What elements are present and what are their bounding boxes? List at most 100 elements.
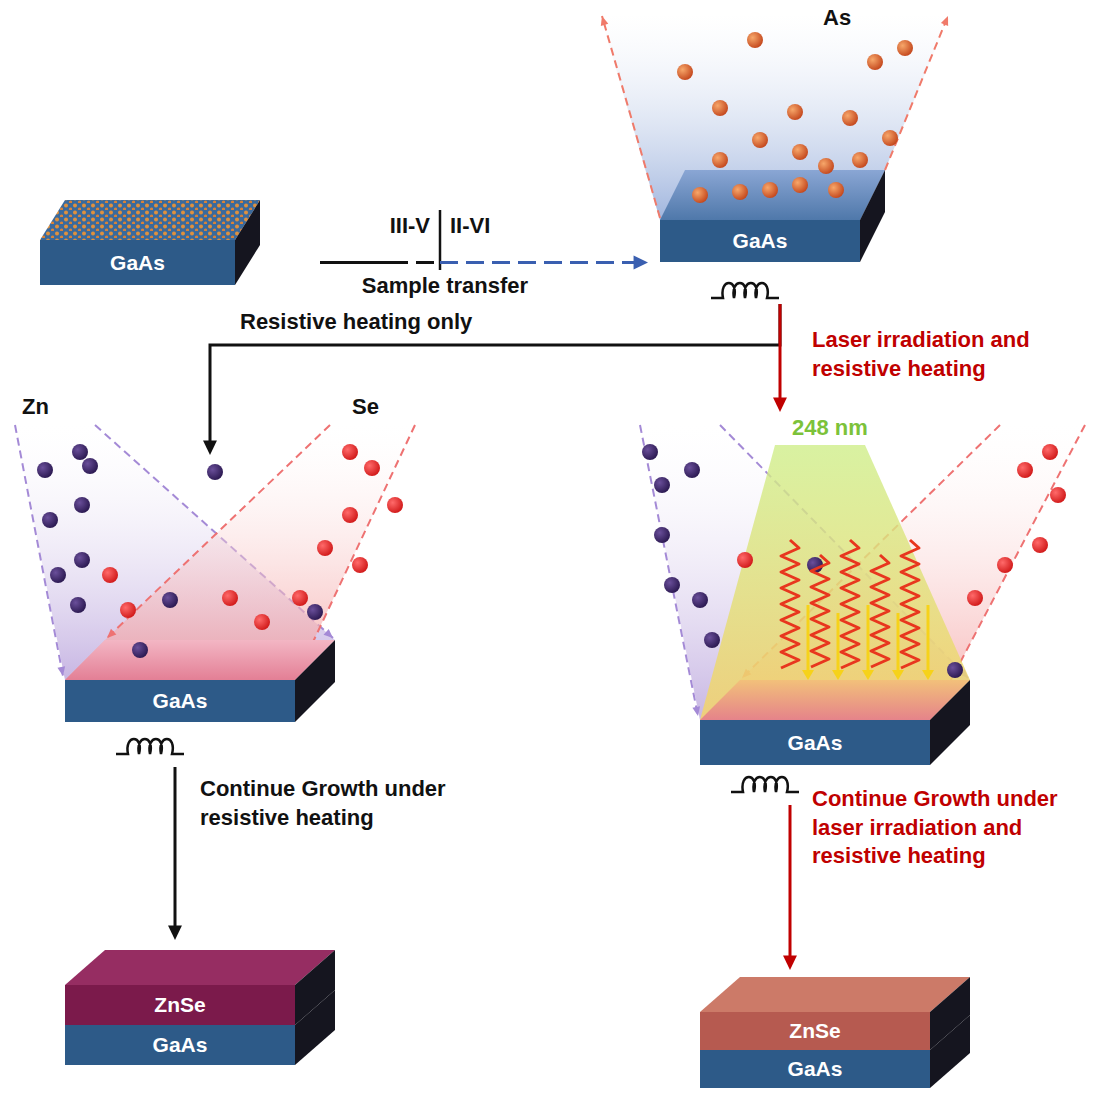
annotation-label: III-V: [390, 212, 430, 241]
slab-top-face: [700, 977, 970, 1012]
layer-label: ZnSe: [154, 993, 205, 1017]
beam-edge: [602, 16, 660, 218]
flow-arrow: [168, 767, 182, 940]
atom: [307, 604, 323, 620]
atom: [654, 477, 670, 493]
beam-edge: [15, 425, 63, 676]
flow-arrow: [320, 256, 648, 270]
atom: [162, 592, 178, 608]
atom: [642, 444, 658, 460]
arrow-line: [210, 304, 780, 443]
photon-wave: [901, 540, 919, 668]
arrow-line: [320, 261, 390, 264]
atom: [74, 552, 90, 568]
atom: [732, 184, 748, 200]
atom: [997, 557, 1013, 573]
beam-arrowhead: [324, 629, 333, 638]
layer-label: GaAs: [733, 229, 788, 253]
annotation-label: Zn: [22, 393, 49, 422]
arrow-line: [440, 261, 636, 264]
atom: [787, 104, 803, 120]
atom: [292, 590, 308, 606]
beam: [700, 425, 1085, 720]
beam-edge: [885, 16, 948, 170]
layer-label: GaAs: [153, 689, 208, 713]
atom: [818, 158, 834, 174]
atom: [222, 590, 238, 606]
arrow-line: [174, 767, 177, 928]
atom: [37, 462, 53, 478]
material-layer: ZnSe: [65, 985, 295, 1025]
atom: [1050, 487, 1066, 503]
atom: [342, 507, 358, 523]
atom: [207, 464, 223, 480]
atom: [882, 130, 898, 146]
heater-coil: [731, 777, 799, 792]
annotation-label: Se: [352, 393, 379, 422]
beam: [65, 425, 415, 680]
flow-arrow: [773, 304, 787, 412]
annotation-label: 248 nm: [792, 414, 868, 443]
slab-side-face: [235, 200, 260, 285]
atom: [828, 182, 844, 198]
atom: [762, 182, 778, 198]
atom: [692, 187, 708, 203]
layer-label: GaAs: [110, 251, 165, 275]
beam-edge: [297, 425, 415, 676]
edge-label: Continue Growth under laser irradiation …: [812, 785, 1097, 871]
atom: [254, 614, 270, 630]
flow-arrow: [783, 805, 797, 970]
photon-wave: [871, 555, 889, 667]
atom: [74, 497, 90, 513]
beam-arrowhead: [107, 629, 116, 638]
atom: [1017, 462, 1033, 478]
beam-arrowhead: [57, 666, 65, 676]
edge-label: Laser irradiation and resistive heating: [812, 326, 1097, 383]
atom: [342, 444, 358, 460]
photon-arrowhead: [802, 670, 814, 680]
photon-wave: [781, 540, 799, 668]
atom: [70, 597, 86, 613]
arrowhead: [168, 926, 182, 940]
photon-wave: [841, 540, 859, 668]
slab-top-face: [65, 950, 335, 985]
beam-edge: [932, 425, 1085, 716]
atom: [387, 497, 403, 513]
photon-arrow: [897, 613, 900, 670]
atom: [792, 177, 808, 193]
photon-arrow: [927, 605, 930, 670]
beam-arrowhead: [941, 16, 948, 26]
annotation-label: As: [823, 4, 851, 33]
atom: [677, 64, 693, 80]
photon-arrow: [867, 605, 870, 670]
layer-label: GaAs: [788, 1057, 843, 1081]
atom: [72, 444, 88, 460]
photon-arrowhead: [832, 670, 844, 680]
atom: [692, 592, 708, 608]
slab-top-face: [65, 640, 335, 680]
beam-arrowhead: [601, 16, 608, 26]
slab-top-face: [700, 680, 970, 720]
atom: [712, 100, 728, 116]
slab-side-face: [930, 1015, 970, 1088]
beam: [640, 425, 970, 720]
edge-label: Resistive heating only: [240, 308, 472, 337]
atom: [852, 152, 868, 168]
atom: [897, 40, 913, 56]
photon-arrowhead: [892, 670, 904, 680]
edge-label: Sample transfer: [362, 272, 528, 301]
atom: [684, 462, 700, 478]
annotation-label: II-VI: [450, 212, 490, 241]
arrow-line: [789, 805, 792, 958]
layer-label: ZnSe: [789, 1019, 840, 1043]
atom: [364, 460, 380, 476]
atom: [967, 590, 983, 606]
photon-arrowhead: [862, 670, 874, 680]
arrowhead: [773, 398, 787, 412]
atom: [654, 527, 670, 543]
atom: [352, 557, 368, 573]
atom: [737, 552, 753, 568]
beam: [600, 14, 950, 220]
